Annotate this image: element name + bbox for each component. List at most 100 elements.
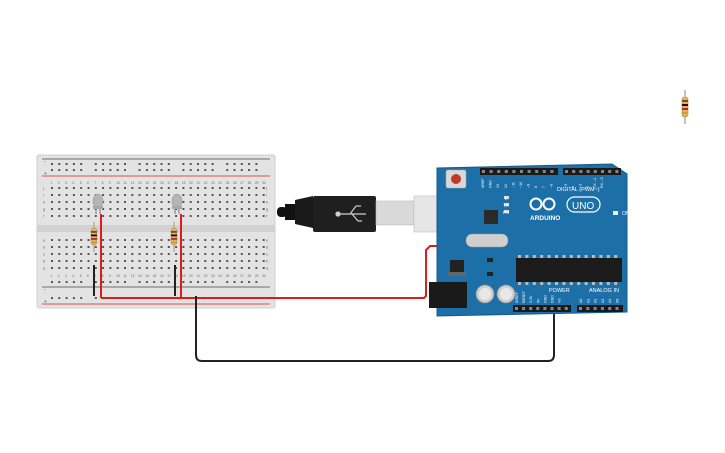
- svg-text:9: 9: [109, 274, 111, 278]
- svg-text:5: 5: [80, 181, 82, 185]
- row-letter: i: [43, 193, 44, 198]
- svg-text:14: 14: [145, 181, 149, 185]
- pin-label: GND: [543, 295, 547, 303]
- power-jack[interactable]: [429, 282, 467, 308]
- svg-text:2: 2: [58, 274, 60, 278]
- pin-label: 3.3V: [529, 295, 533, 303]
- svg-text:18: 18: [175, 181, 179, 185]
- row-letter: b: [266, 259, 269, 264]
- svg-text:17: 17: [167, 181, 171, 185]
- breadboard-holes[interactable]: 1122334455667788991010111112121313141415…: [51, 163, 266, 299]
- svg-text:23: 23: [211, 181, 215, 185]
- svg-text:23: 23: [211, 274, 215, 278]
- pin-label: TX→1: [593, 178, 597, 188]
- uno-label: UNO: [572, 201, 594, 212]
- svg-text:10: 10: [116, 181, 120, 185]
- svg-text:10: 10: [116, 274, 120, 278]
- pin-label: A5: [616, 299, 620, 303]
- capacitors: [475, 284, 516, 304]
- arduino-logo-text: ARDUINO: [530, 215, 560, 222]
- pin-label: A2: [594, 299, 598, 303]
- svg-text:19: 19: [182, 274, 186, 278]
- row-letter: e: [266, 238, 269, 243]
- pin-label: 4: [571, 186, 575, 188]
- svg-text:6: 6: [87, 181, 89, 185]
- svg-text:7: 7: [94, 181, 96, 185]
- svg-text:22: 22: [204, 274, 208, 278]
- svg-text:6: 6: [87, 274, 89, 278]
- svg-text:4: 4: [72, 274, 74, 278]
- pin-label: ~11: [511, 182, 515, 188]
- row-letter: h: [43, 200, 45, 205]
- svg-text:29: 29: [255, 274, 259, 278]
- resistor-1[interactable]: [90, 222, 98, 252]
- rail-plus-label-bottom: +: [44, 299, 47, 305]
- pin-label: 7: [542, 186, 546, 188]
- rx-led-label: RX: [503, 210, 509, 215]
- pin-label: 12: [504, 184, 508, 188]
- row-letter: a: [266, 266, 269, 271]
- usb-icon: [335, 205, 366, 222]
- svg-text:25: 25: [226, 274, 230, 278]
- row-letter: d: [43, 245, 45, 250]
- svg-text:2: 2: [58, 181, 60, 185]
- svg-text:20: 20: [189, 181, 193, 185]
- row-letter: a: [43, 266, 46, 271]
- pin-label: IOREF: [515, 291, 519, 303]
- svg-text:12: 12: [131, 274, 135, 278]
- pin-label: GND: [551, 295, 555, 303]
- analog-header[interactable]: [577, 305, 623, 312]
- svg-text:1: 1: [51, 274, 53, 278]
- power-label: POWER: [549, 288, 570, 294]
- svg-text:1: 1: [51, 181, 53, 185]
- svg-text:29: 29: [255, 181, 259, 185]
- svg-text:9: 9: [109, 181, 111, 185]
- pin-label: 13: [496, 184, 500, 188]
- row-letter: f: [266, 214, 268, 219]
- row-letter: j: [265, 186, 267, 191]
- pin-label: ~3: [578, 184, 582, 188]
- row-letter: h: [266, 200, 268, 205]
- digital-header-2[interactable]: [563, 168, 621, 175]
- pin-label: ~10: [519, 182, 523, 188]
- usb-cable[interactable]: [277, 195, 465, 233]
- svg-text:11: 11: [124, 274, 128, 278]
- svg-text:26: 26: [233, 274, 237, 278]
- breadboard[interactable]: 1122334455667788991010111112121313141415…: [36, 154, 276, 309]
- svg-text:16: 16: [160, 181, 164, 185]
- digital-label: DIGITAL (PWM~): [557, 187, 600, 193]
- led-2[interactable]: [171, 193, 183, 214]
- analog-label: ANALOG IN: [589, 288, 619, 294]
- svg-text:16: 16: [160, 274, 164, 278]
- svg-text:19: 19: [182, 181, 186, 185]
- pin-label: A3: [601, 299, 605, 303]
- row-letter: f: [43, 214, 45, 219]
- pin-label: A0: [579, 299, 583, 303]
- pin-label: 8: [534, 186, 538, 188]
- row-letter: c: [266, 252, 268, 257]
- led-1[interactable]: [92, 193, 104, 214]
- row-letter: j: [42, 186, 44, 191]
- resistor-2[interactable]: [170, 222, 178, 252]
- row-letter: c: [43, 252, 45, 257]
- rail-minus-label-bottom: -: [44, 287, 46, 293]
- svg-text:21: 21: [197, 274, 201, 278]
- row-letter: e: [43, 238, 46, 243]
- pin-label: ~6: [549, 184, 553, 188]
- svg-text:13: 13: [138, 181, 142, 185]
- svg-text:12: 12: [131, 181, 135, 185]
- svg-text:28: 28: [248, 274, 252, 278]
- palette-resistor-icon[interactable]: [681, 90, 689, 124]
- pin-label: AREF: [481, 178, 485, 188]
- wire-black-to-gnd[interactable]: [195, 296, 555, 362]
- pin-label: ~9: [527, 184, 531, 188]
- atmega-chip: [516, 258, 622, 282]
- l-led-label: L: [505, 196, 508, 201]
- digital-header[interactable]: [480, 168, 558, 175]
- pin-label: RX←0: [600, 177, 604, 188]
- svg-text:30: 30: [262, 181, 266, 185]
- power-header[interactable]: [513, 305, 571, 312]
